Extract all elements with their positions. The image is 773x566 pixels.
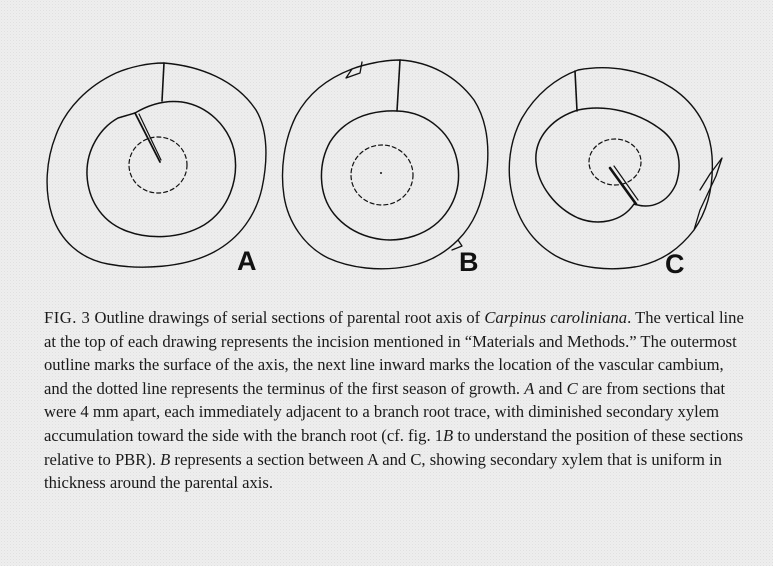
panel-c-incision-line [575, 71, 577, 111]
figure-3-drawings: A B C [0, 0, 773, 290]
panel-ref-a: A [524, 379, 534, 398]
panel-b-outer-outline [283, 60, 488, 269]
panel-a-cambium-outline [87, 101, 236, 236]
panel-label-a: A [237, 246, 257, 276]
panel-c-branch-root-trace [610, 168, 636, 204]
panel-b-cambium-outline [321, 111, 458, 240]
panel-a-incision-line [162, 63, 164, 101]
panel-label-c: C [665, 249, 685, 279]
panel-ref-c: C [567, 379, 578, 398]
caption-text-3: and [534, 379, 566, 398]
figure-label: FIG. 3 [44, 308, 90, 327]
panel-c-drawing [509, 68, 722, 269]
panel-a-first-season-ring [129, 137, 187, 193]
panel-b-incision-line [397, 60, 400, 111]
figure-ref-1b: B [443, 426, 453, 445]
panel-a-drawing [47, 63, 266, 267]
panel-c-cambium-outline [536, 108, 679, 222]
species-name: Carpinus caroliniana [484, 308, 627, 327]
figure-caption: FIG. 3 Outline drawings of serial sectio… [44, 306, 744, 495]
caption-text-1: Outline drawings of serial sections of p… [95, 308, 485, 327]
panel-a-branch-root-trace [135, 113, 160, 162]
panel-label-b: B [459, 247, 479, 277]
panel-b-first-season-ring [351, 145, 413, 205]
panel-b-drawing [283, 60, 488, 269]
panel-ref-b: B [160, 450, 170, 469]
panel-c-first-season-ring [589, 139, 641, 185]
